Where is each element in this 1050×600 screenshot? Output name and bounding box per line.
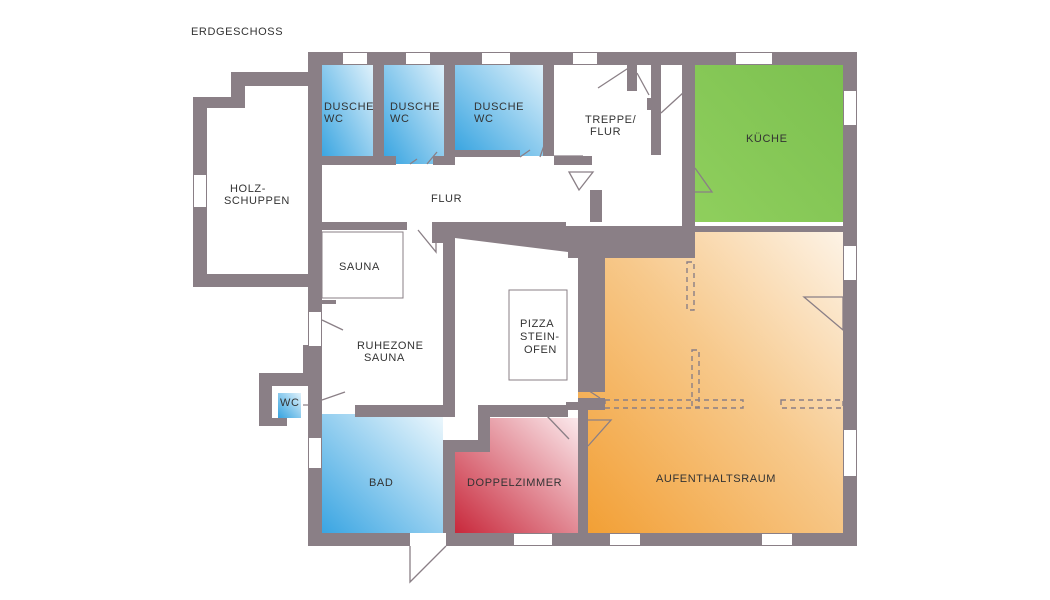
label-sauna: SAUNA [339,261,380,273]
label-pizza-line-2: STEIN- [520,331,560,343]
label-dusche-2-line-1: DUSCHE [390,101,440,113]
label-wc: WC [280,397,300,409]
label-dusche-3-line-2: WC [474,113,494,125]
label-dusche-2-line-2: WC [390,113,410,125]
dashed-beams [604,261,844,409]
room-fill-kueche [695,65,843,222]
label-dusche-3-line-1: DUSCHE [474,101,524,113]
label-pizza-line-3: OFEN [524,344,557,356]
pizza-oven-box [508,289,568,381]
label-ruhezone-line-1: RUHEZONE [357,340,424,352]
label-doppelzimmer: DOPPELZIMMER [467,477,562,489]
room-fill-dusche-3 [455,65,543,156]
label-bad: BAD [369,477,393,489]
label-aufenthaltsraum: AUFENTHALTSRAUM [656,473,776,485]
room-fill-aufenthaltsraum [578,232,843,533]
door-swings [303,66,844,584]
room-fill-dusche-1 [322,65,373,164]
room-fill-dusche-2 [384,65,444,164]
windows [194,53,856,545]
room-labels: DUSCHE WC DUSCHE WC DUSCHE WC TREPPE/ FL… [224,101,788,489]
sauna-box [321,231,404,299]
label-treppe-line-2: FLUR [590,126,621,138]
label-flur: FLUR [431,193,462,205]
label-dusche-1-line-2: WC [324,113,344,125]
label-ruhezone-line-2: SAUNA [364,352,405,364]
entrance-gap [410,533,446,546]
label-pizza-line-1: PIZZA [520,318,554,330]
room-fill-wc [278,393,301,418]
label-treppe-line-1: TREPPE/ [585,114,637,126]
room-fill-bad [322,414,443,533]
room-fill-doppelzimmer [455,418,578,533]
label-holzschuppen-line-2: SCHUPPEN [224,195,290,207]
label-dusche-1-line-1: DUSCHE [324,101,374,113]
label-kueche: KÜCHE [746,133,788,145]
plan-title: ERDGESCHOSS [191,26,283,38]
label-holzschuppen-line-1: HOLZ- [230,183,266,195]
